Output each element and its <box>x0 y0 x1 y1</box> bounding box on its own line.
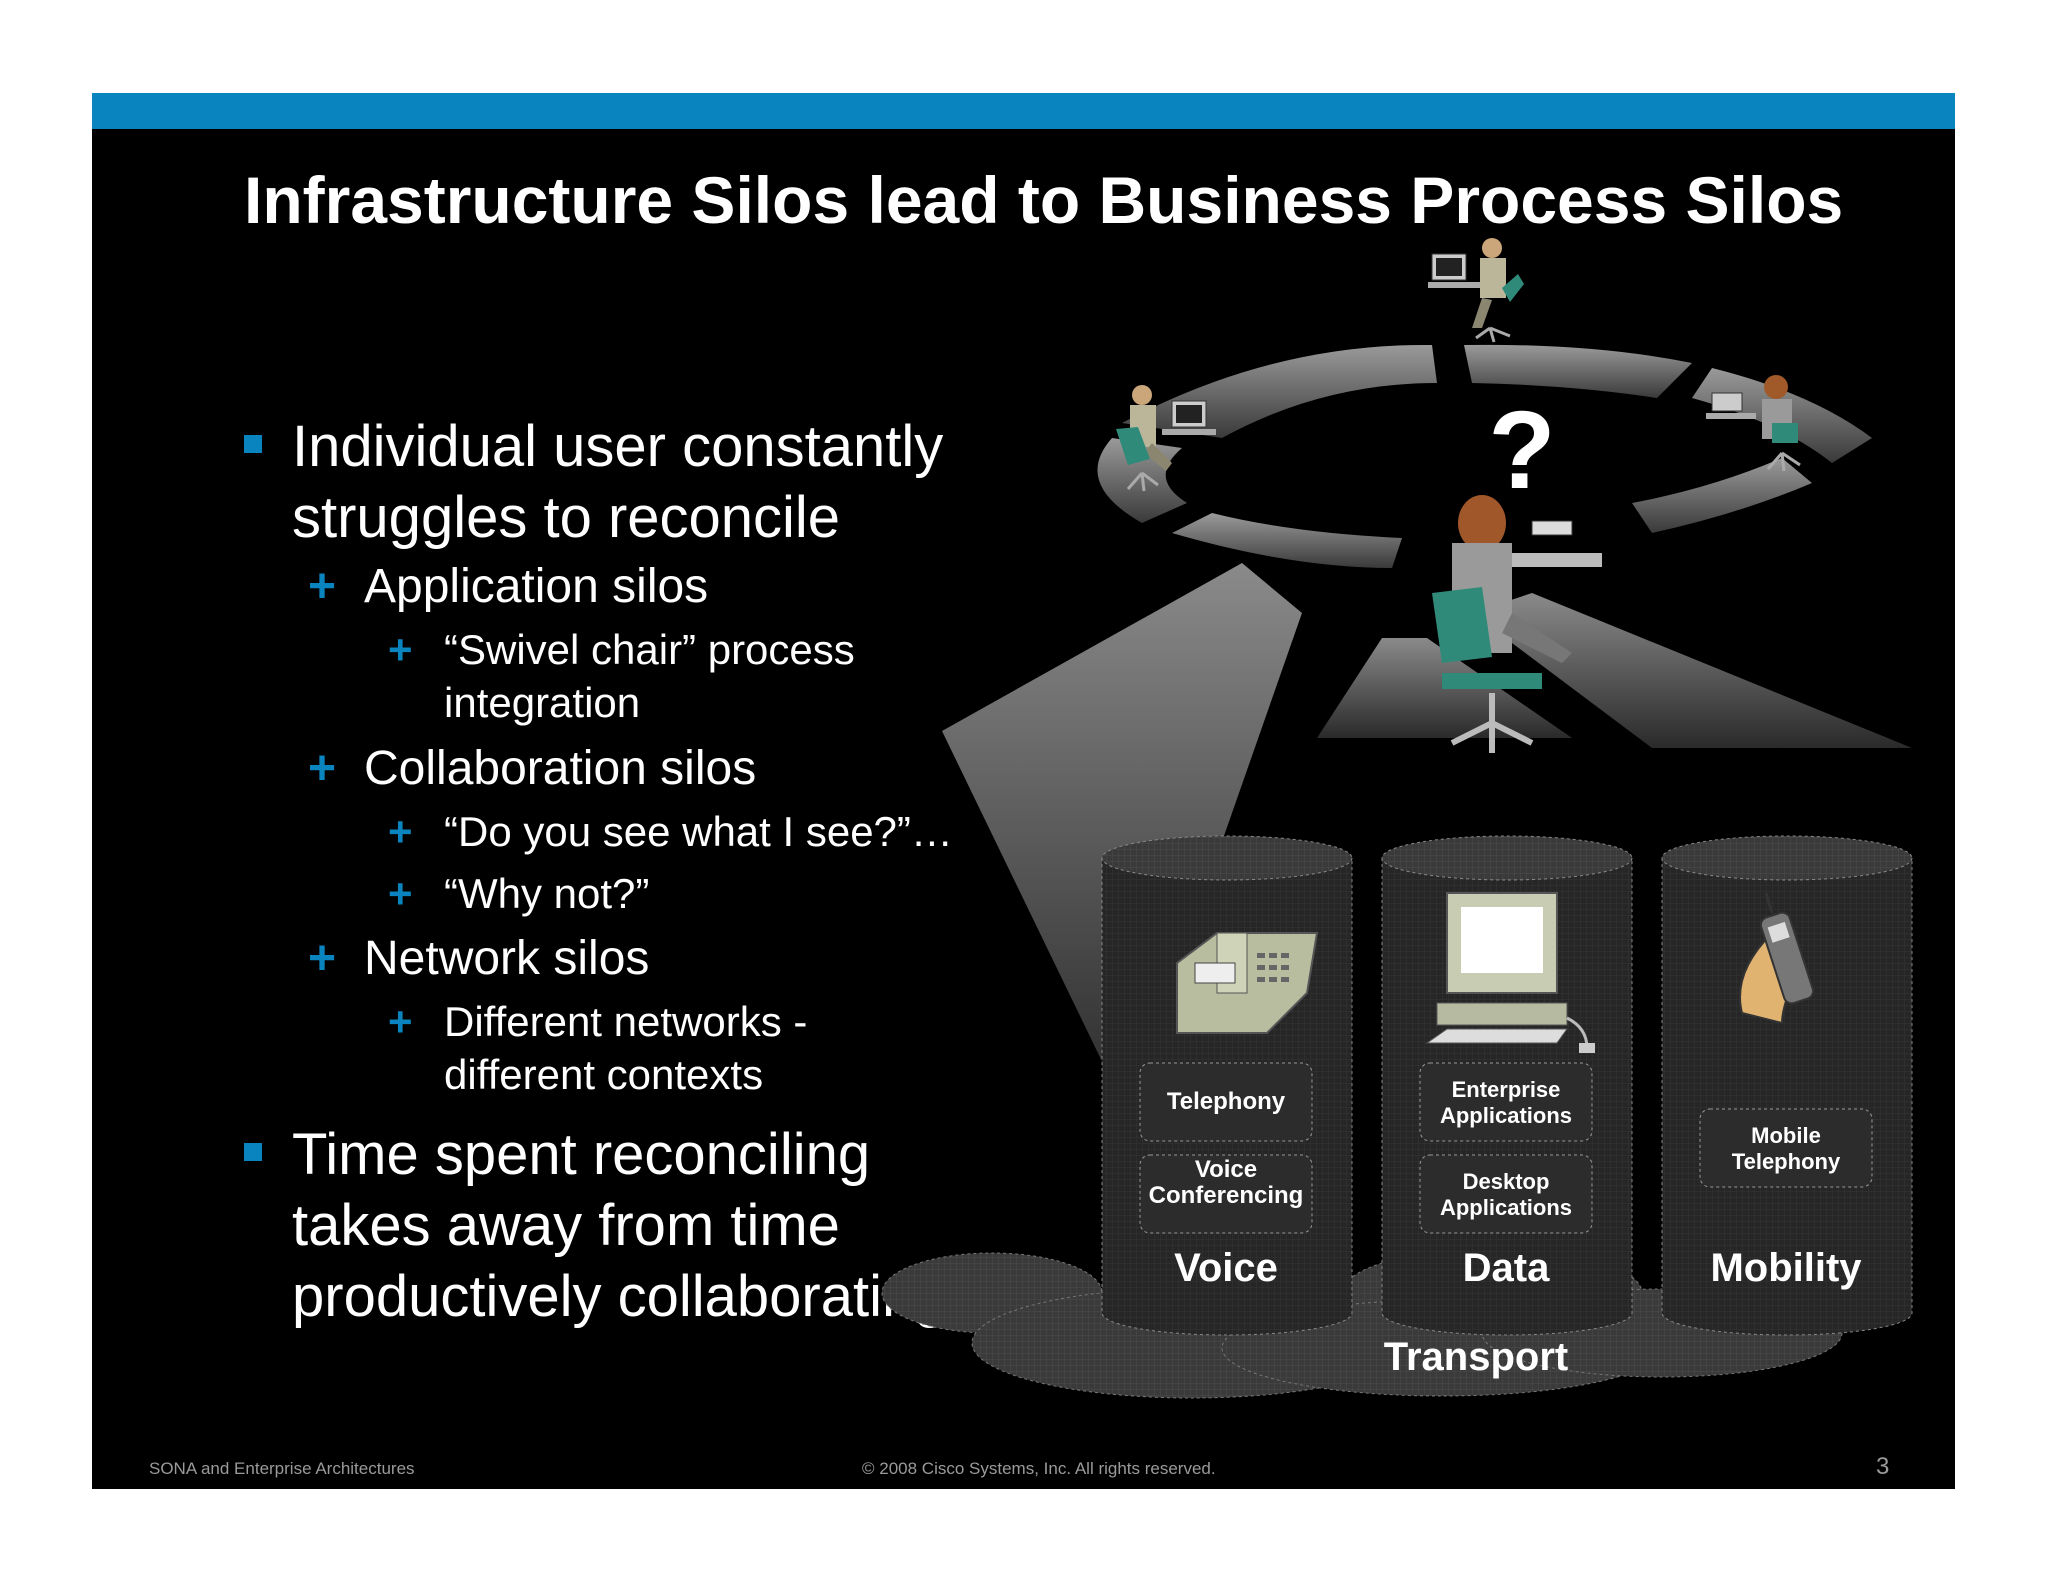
plus-bullet-icon: + <box>308 932 337 985</box>
bullet-level3: + “Swivel chair” process integration <box>388 623 948 729</box>
slide-title: Infrastructure Silos lead to Business Pr… <box>244 163 1844 237</box>
user-at-desk-icon <box>1432 495 1602 753</box>
question-mark: ? <box>1488 389 1555 512</box>
footer-copyright: © 2008 Cisco Systems, Inc. All rights re… <box>862 1459 1216 1478</box>
bullet-text: “Why not?” <box>444 870 650 917</box>
bullet-level2: + Network silos <box>308 931 1008 987</box>
bullet-level3: + “Do you see what I see?”… <box>388 805 1028 858</box>
plus-bullet-icon: + <box>388 998 413 1045</box>
bullet-text: Network silos <box>364 932 650 985</box>
bullet-text: “Do you see what I see?”… <box>444 808 953 855</box>
plus-bullet-icon: + <box>308 742 337 795</box>
bullet-level3: + Different networks - different context… <box>388 995 888 1101</box>
transport-label: Transport <box>1384 1335 1568 1379</box>
silo-name-data: Data <box>1463 1246 1550 1290</box>
footer-left: SONA and Enterprise Architectures <box>149 1459 415 1478</box>
bullet-text: Individual user constantly struggles to … <box>292 414 944 550</box>
silo-name-voice: Voice <box>1174 1246 1278 1290</box>
plus-bullet-icon: + <box>388 626 413 673</box>
bullet-text: Collaboration silos <box>364 742 757 795</box>
bullet-text: “Swivel chair” process integration <box>444 626 855 726</box>
bullet-text: Time spent reconciling takes away from t… <box>292 1122 947 1329</box>
slide: Infrastructure Silos lead to Business Pr… <box>92 93 1955 1489</box>
bullet-level2: + Collaboration silos <box>308 741 1008 797</box>
square-bullet-icon <box>244 435 262 453</box>
plus-bullet-icon: + <box>388 808 413 855</box>
page-number: 3 <box>1876 1453 1890 1480</box>
bullet-level3: + “Why not?” <box>388 867 948 920</box>
computer-icon <box>1425 892 1595 1053</box>
bullet-level1: Time spent reconciling takes away from t… <box>244 1119 1024 1332</box>
bullet-text: Different networks - different contexts <box>444 998 808 1098</box>
slide-top-bar <box>92 93 1955 129</box>
silo-box: Telephony <box>1139 1062 1313 1142</box>
silos-diagram: ? <box>881 238 1913 1399</box>
telephone-icon <box>1176 932 1319 1034</box>
user-at-desk-icon <box>1706 375 1801 472</box>
silo-box-label: Telephony <box>1167 1088 1286 1115</box>
plus-bullet-icon: + <box>308 560 337 613</box>
mobile-phone-icon <box>1739 892 1815 1025</box>
bullet-text: Application silos <box>364 560 709 613</box>
plus-bullet-icon: + <box>388 870 413 917</box>
square-bullet-icon <box>244 1143 262 1161</box>
silo-name-mobility: Mobility <box>1710 1246 1862 1290</box>
bullet-level1: Individual user constantly struggles to … <box>244 411 1024 553</box>
user-at-desk-icon <box>1428 238 1524 343</box>
user-at-desk-icon <box>1116 385 1216 492</box>
bullet-level2: + Application silos <box>308 559 1008 615</box>
